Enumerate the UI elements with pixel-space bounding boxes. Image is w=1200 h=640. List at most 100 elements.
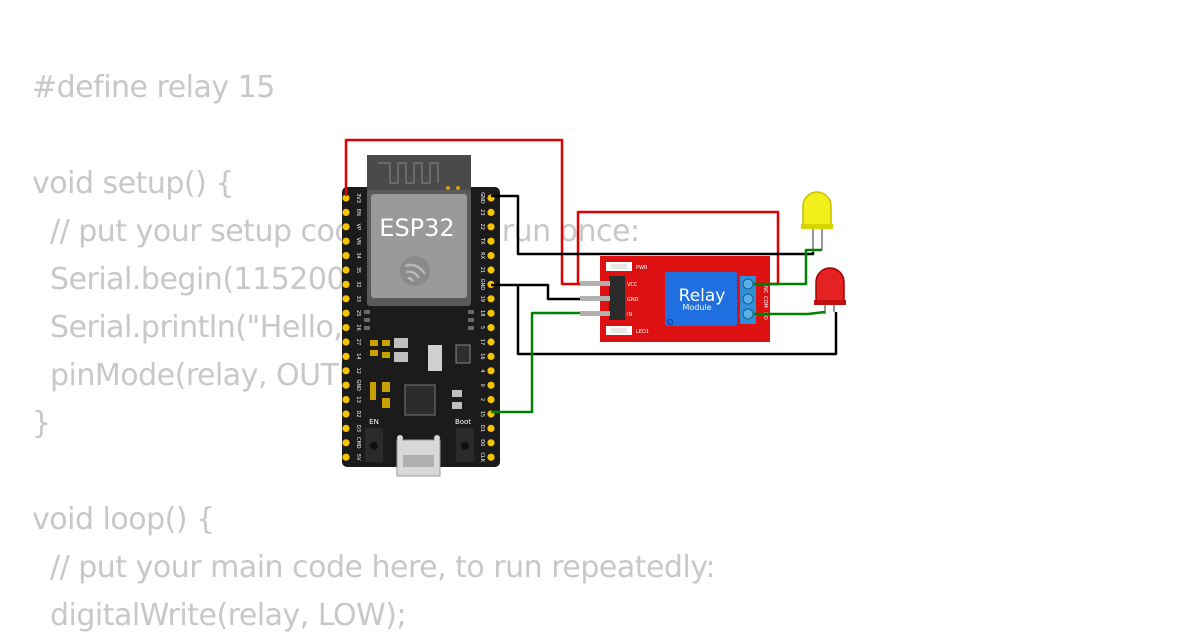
terminal-no-label: NO <box>762 312 768 320</box>
esp32-pin-right[interactable] <box>487 252 495 260</box>
esp32-pin-left[interactable] <box>342 266 350 274</box>
esp32-pin-left[interactable] <box>342 352 350 360</box>
wire-3v3-vcc[interactable] <box>344 138 604 286</box>
esp32-pin-left[interactable] <box>342 324 350 332</box>
esp32-pin-right[interactable] <box>487 352 495 360</box>
esp32-pin-label-left: 13 <box>355 396 361 402</box>
esp32-pin-label-left: EN <box>355 209 361 216</box>
en-label: EN <box>369 418 379 426</box>
code-line: #define relay 15 <box>32 70 275 105</box>
esp32-pin-label-right: 15 <box>479 411 485 417</box>
esp32-pin-label-left: 25 <box>355 310 361 316</box>
esp32-pin-label-left: GND <box>355 379 361 391</box>
wire-gnd-relay[interactable] <box>491 283 604 301</box>
smd-components <box>370 338 471 416</box>
code-line: void setup() { <box>32 166 234 201</box>
esp32-board[interactable]: ESP32 EN Boot <box>342 155 500 477</box>
code-line: digitalWrite(relay, LOW); <box>50 598 407 633</box>
esp32-pin-label-right: D1 <box>479 425 485 432</box>
esp32-pin-left[interactable] <box>342 194 350 202</box>
code-line: void loop() { <box>32 502 215 537</box>
esp32-pin-right[interactable] <box>487 208 495 216</box>
wire-no-red[interactable] <box>754 310 826 316</box>
esp32-pin-left[interactable] <box>342 237 350 245</box>
esp32-pin-label-right: 4 <box>479 369 485 372</box>
esp32-pin-left[interactable] <box>342 208 350 216</box>
wire-gnd-yellow[interactable] <box>491 194 815 256</box>
esp32-pin-right[interactable] <box>487 424 495 432</box>
esp32-pin-label-right: 22 <box>479 224 485 230</box>
esp32-pin-label-right: RX <box>479 252 485 259</box>
esp32-pin-right[interactable] <box>487 266 495 274</box>
terminal-com[interactable] <box>742 293 754 305</box>
terminal-no[interactable] <box>742 308 754 320</box>
esp32-pin-right[interactable] <box>487 223 495 231</box>
relay-module[interactable]: PWR LED1 VCC GND IN Relay Module NC COM … <box>600 256 770 342</box>
esp32-shield-face <box>371 194 467 298</box>
esp32-pin-label-right: CLK <box>479 452 485 462</box>
wire-signal-in[interactable] <box>491 311 604 414</box>
esp32-pin-left[interactable] <box>342 439 350 447</box>
wire-nc-yellow[interactable] <box>754 248 822 286</box>
esp32-pin-label-left: 26 <box>355 324 361 330</box>
esp32-pin-label-right: 2 <box>479 398 485 401</box>
esp32-pin-label-left: 33 <box>355 296 361 302</box>
esp32-pin-label-right: 19 <box>479 296 485 302</box>
espressif-logo-icon <box>400 256 430 286</box>
esp32-pin-label-left: VN <box>355 238 361 245</box>
esp32-pin-label-left: 35 <box>355 267 361 273</box>
esp32-pin-left[interactable] <box>342 367 350 375</box>
pwr-label: PWR <box>636 265 648 271</box>
esp32-pin-left[interactable] <box>342 381 350 389</box>
esp32-pin-headers: 3V3ENVPVN343532332526271412GND13D2D3CMD5… <box>342 192 495 463</box>
relay-block <box>665 272 737 326</box>
antenna-trace <box>378 162 439 184</box>
esp32-pin-left[interactable] <box>342 295 350 303</box>
terminal-nc[interactable] <box>742 278 754 290</box>
esp32-pin-label-right: 17 <box>479 339 485 345</box>
esp32-pin-left[interactable] <box>342 453 350 461</box>
esp32-pin-left[interactable] <box>342 309 350 317</box>
code-line: } <box>32 406 51 441</box>
esp32-pin-label-right: TX <box>479 237 485 245</box>
esp32-pin-label-left: 3V3 <box>355 193 361 203</box>
relay-title: Relay <box>679 286 726 306</box>
esp32-pin-right[interactable] <box>487 381 495 389</box>
code-line: // put your main code here, to run repea… <box>50 550 716 585</box>
wire-gnd-red[interactable] <box>516 285 838 356</box>
yellow-led[interactable] <box>801 191 833 252</box>
esp32-pin-label-left: 34 <box>355 252 361 258</box>
esp32-pin-right[interactable] <box>487 237 495 245</box>
yellow-led-body <box>802 191 832 227</box>
esp32-pin-right[interactable] <box>487 338 495 346</box>
relay-header-leads <box>580 281 610 316</box>
esp32-pin-right[interactable] <box>487 295 495 303</box>
boot-label: Boot <box>455 418 471 426</box>
esp32-pin-right[interactable] <box>487 309 495 317</box>
esp32-pin-left[interactable] <box>342 338 350 346</box>
relay-subtitle: Module <box>682 303 711 312</box>
esp32-pin-label-left: CMD <box>355 437 361 449</box>
esp32-pin-right[interactable] <box>487 439 495 447</box>
esp32-pin-label-left: 12 <box>355 368 361 374</box>
esp32-pin-label-left: 5V <box>355 454 361 461</box>
esp32-pin-label-right: GND <box>479 279 485 291</box>
module-castellations <box>364 310 474 330</box>
wires <box>344 138 838 414</box>
led1-label: LED1 <box>636 329 649 335</box>
esp32-pin-left[interactable] <box>342 280 350 288</box>
esp32-pin-right[interactable] <box>487 367 495 375</box>
esp32-pin-right[interactable] <box>487 324 495 332</box>
esp32-pin-left[interactable] <box>342 410 350 418</box>
red-led[interactable] <box>814 267 846 314</box>
esp32-pin-right[interactable] <box>487 453 495 461</box>
esp32-antenna <box>367 155 471 195</box>
esp32-pin-left[interactable] <box>342 223 350 231</box>
esp32-pin-left[interactable] <box>342 396 350 404</box>
esp32-pin-left[interactable] <box>342 424 350 432</box>
esp32-pin-label-left: 14 <box>355 353 361 359</box>
esp32-pin-label-left: 32 <box>355 281 361 287</box>
esp32-pin-right[interactable] <box>487 396 495 404</box>
esp32-pin-left[interactable] <box>342 252 350 260</box>
